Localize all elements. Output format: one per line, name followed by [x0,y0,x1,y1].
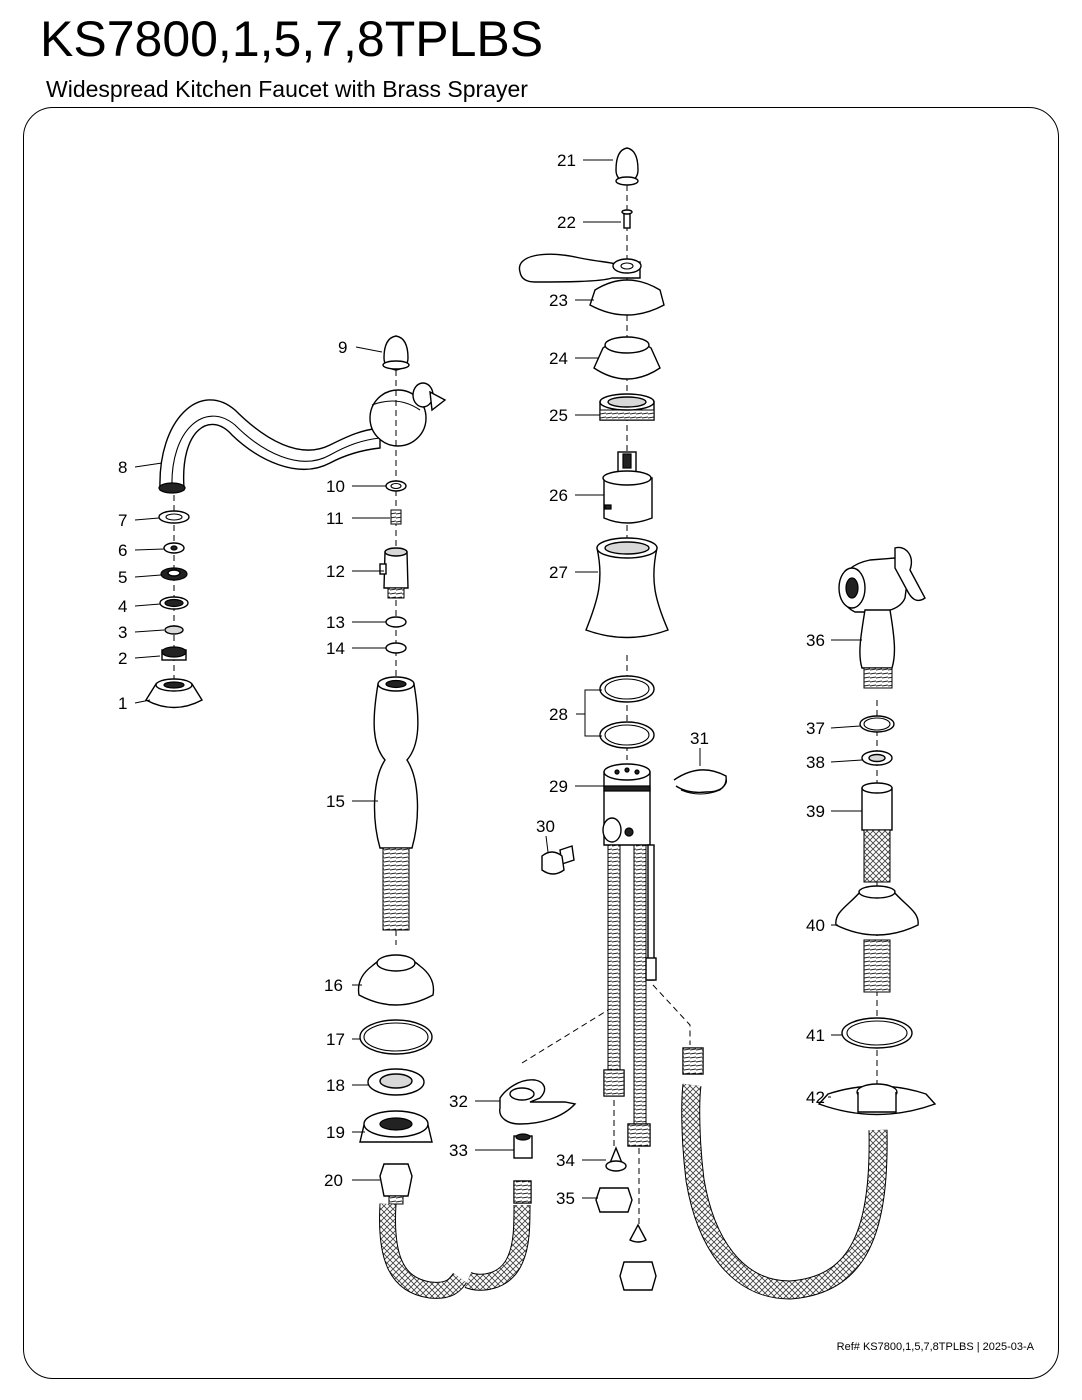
callout-4: 4 [118,597,127,616]
callout-22: 22 [557,213,576,232]
callout-7: 7 [118,511,127,530]
spout-center-parts [373,335,419,945]
callout-38: 38 [806,753,825,772]
callout-33: 33 [449,1141,468,1160]
side-sprayer-parts [681,546,937,1300]
callout-numbers: 1 2 3 4 5 6 7 8 9 10 11 12 13 14 15 16 1… [118,151,825,1208]
callout-37: 37 [806,719,825,738]
callout-9: 9 [338,338,347,357]
callout-leaders [134,159,863,1199]
callout-27: 27 [549,563,568,582]
callout-20: 20 [324,1171,343,1190]
diagram-frame [23,107,1059,1379]
callout-11: 11 [326,509,344,528]
callout-6: 6 [118,541,127,560]
callout-3: 3 [118,623,127,642]
callout-42: 42 [806,1088,825,1107]
aerator-parts [145,495,203,709]
callout-32: 32 [449,1092,468,1111]
callout-14: 14 [326,639,345,658]
callout-18: 18 [326,1076,345,1095]
callout-23: 23 [549,291,568,310]
callout-29: 29 [549,777,568,796]
model-title: KS7800,1,5,7,8TPLBS [40,11,544,67]
reference-note: Ref# KS7800,1,5,7,8TPLBS | 2025-03-A [836,1341,1034,1353]
valve-handle-parts [518,147,669,639]
callout-25: 25 [549,406,568,425]
callout-19: 19 [326,1123,345,1142]
callout-28: 28 [549,705,568,724]
callout-8: 8 [118,458,127,477]
product-description: Widespread Kitchen Faucet with Brass Spr… [46,76,528,102]
callout-34: 34 [556,1151,575,1170]
callout-5: 5 [118,568,127,587]
valve-connector-parts [499,984,691,1291]
valve-body-parts [541,655,728,1147]
callout-1: 1 [118,694,127,713]
callout-21: 21 [557,151,576,170]
callout-13: 13 [326,613,345,632]
callout-30: 30 [536,817,555,836]
callout-31: 31 [690,729,709,748]
callout-15: 15 [326,792,345,811]
callout-2: 2 [118,649,127,668]
callout-24: 24 [549,349,568,368]
callout-12: 12 [326,562,345,581]
callout-16: 16 [324,976,343,995]
callout-17: 17 [326,1030,345,1049]
spout-mounting-parts [357,954,532,1299]
callout-35: 35 [556,1189,575,1208]
callout-26: 26 [549,486,568,505]
callout-40: 40 [806,916,825,935]
callout-39: 39 [806,802,825,821]
callout-10: 10 [326,477,345,496]
gooseneck-spout [158,382,447,494]
callout-36: 36 [806,631,825,650]
callout-41: 41 [806,1026,825,1045]
